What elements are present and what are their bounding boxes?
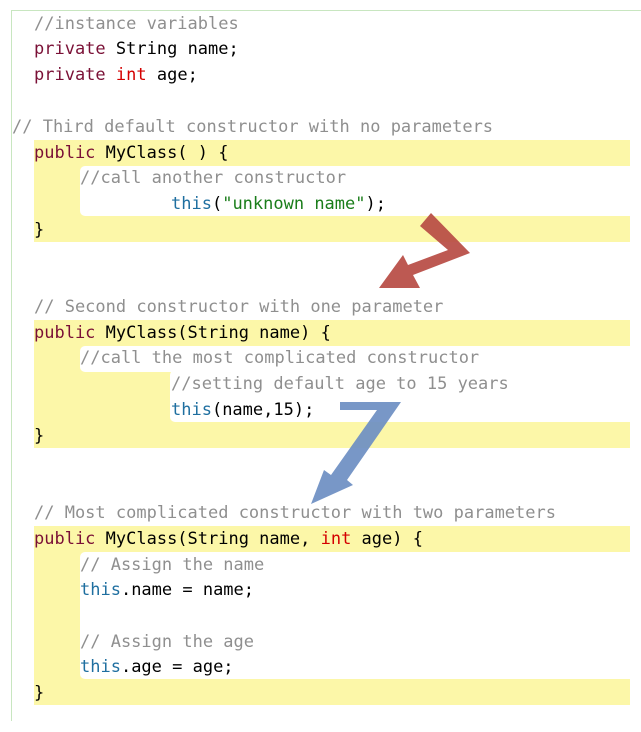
constructor3-closing-brace: } (34, 220, 45, 240)
string-literal: "unknown name" (222, 194, 366, 214)
constructor1-signature-part1: MyClass(String name, (95, 529, 321, 549)
code-editor-frame (11, 10, 641, 721)
private-keyword: private (34, 65, 106, 85)
open-paren: ( (211, 194, 223, 214)
constructor2-call-args: (name,15); (211, 400, 315, 420)
constructor3-signature-rest: MyClass( ) { (95, 143, 229, 163)
public-keyword: public (34, 143, 96, 163)
int-type: int (320, 529, 352, 549)
constructor2-this-call: this(name,15); (171, 398, 314, 422)
constructor2-body-comment-2: //setting default age to 15 years (171, 374, 509, 394)
public-keyword: public (34, 323, 96, 343)
assign-age-rest: .age = age; (120, 657, 234, 677)
constructor3-body-bg (80, 166, 630, 216)
constructor3-body-comment: //call another constructor (80, 168, 347, 188)
this-keyword: this (80, 657, 121, 677)
constructor2-body-comment-1: //call the most complicated constructor (80, 348, 480, 368)
field-age-rest: age; (146, 65, 198, 85)
constructor1-assign-name: this.name = name; (80, 578, 254, 602)
constructor1-assign-age: this.age = age; (80, 655, 234, 679)
this-keyword: this (171, 400, 212, 420)
red-arrow (379, 213, 470, 288)
instance-variables-comment: //instance variables (34, 14, 239, 34)
constructor2-closing-brace: } (34, 426, 45, 446)
field-name-declaration: private String name; (34, 37, 239, 61)
constructor1-closing-brace: } (34, 683, 45, 703)
field-age-declaration: private int age; (34, 63, 198, 87)
constructor1-signature-part2: age) { (351, 529, 423, 549)
constructor2-signature: public MyClass(String name) { (34, 321, 331, 345)
constructor1-body-bg (80, 552, 630, 679)
constructor3-signature: public MyClass( ) { (34, 141, 228, 165)
string-type: String (115, 39, 178, 59)
assign-name-rest: .name = name; (120, 580, 255, 600)
constructor1-comment: // Most complicated constructor with two… (34, 503, 556, 523)
constructor2-body-bg-1 (80, 346, 630, 372)
int-type: int (115, 65, 147, 85)
constructor3-this-call: this("unknown name"); (171, 192, 386, 216)
constructor2-body-bg-2 (170, 370, 630, 422)
constructor2-comment: // Second constructor with one parameter (34, 297, 444, 317)
constructor1-body-comment-2: // Assign the age (80, 632, 254, 652)
public-keyword: public (34, 529, 96, 549)
blue-arrow (311, 402, 401, 504)
constructor2-signature-rest: MyClass(String name) { (95, 323, 331, 343)
constructor3-comment: // Third default constructor with no par… (12, 117, 494, 137)
constructor1-body-comment-1: // Assign the name (80, 555, 265, 575)
close-paren: ); (365, 194, 386, 214)
this-keyword: this (171, 194, 212, 214)
constructor1-signature: public MyClass(String name, int age) { (34, 527, 423, 551)
field-name-rest: name; (177, 39, 239, 59)
this-keyword: this (80, 580, 121, 600)
private-keyword: private (34, 39, 106, 59)
